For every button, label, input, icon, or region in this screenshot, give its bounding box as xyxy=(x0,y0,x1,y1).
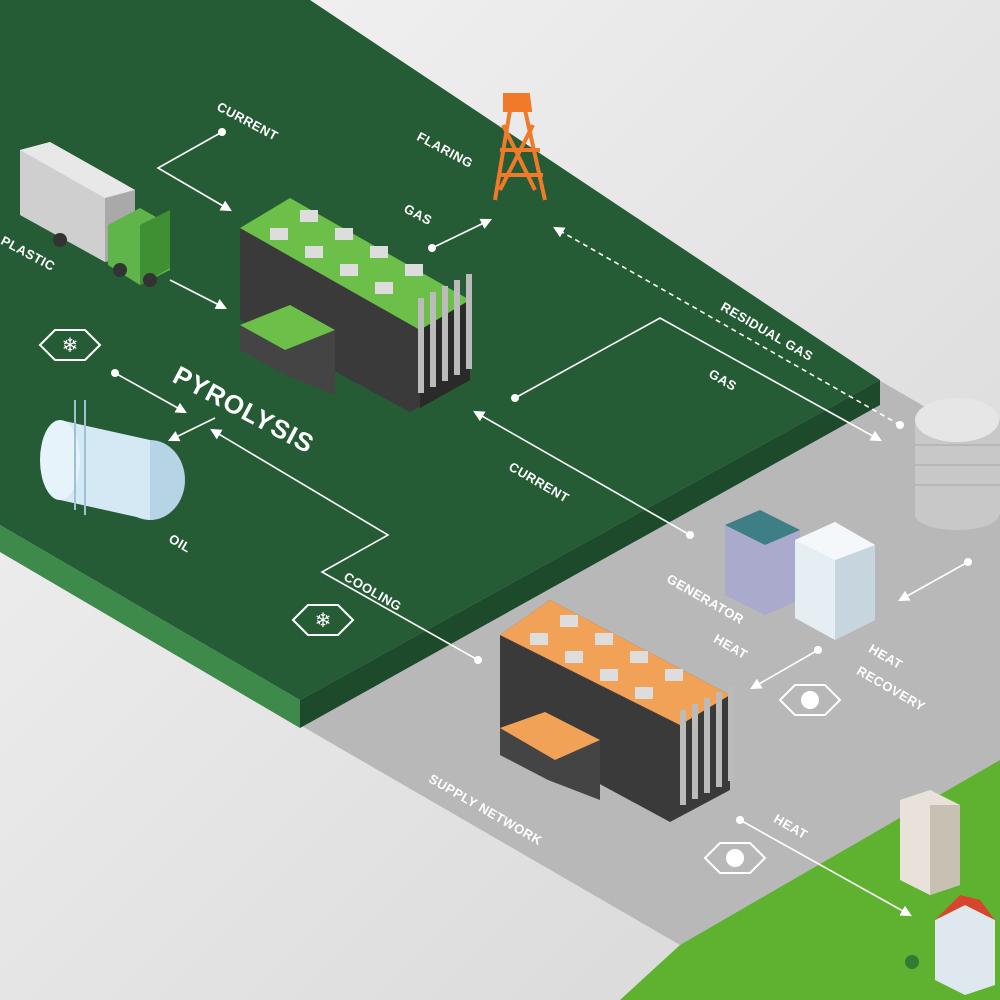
flare-tower xyxy=(493,93,547,201)
snowflake-icon: ❄ xyxy=(291,604,355,636)
snowflake-icon: ❄ xyxy=(38,329,102,361)
svg-text:❄: ❄ xyxy=(315,610,332,632)
generator-building xyxy=(725,510,875,640)
residential-buildings xyxy=(900,790,995,995)
arrow-dots xyxy=(111,128,972,824)
power-plant xyxy=(500,600,734,822)
truck xyxy=(20,142,170,287)
oil-tank xyxy=(40,400,185,520)
flame-icon xyxy=(703,842,767,874)
flame-icon xyxy=(778,684,842,716)
storage-tank xyxy=(915,398,1000,530)
pyrolysis-plant xyxy=(240,198,472,412)
flow-arrows xyxy=(114,131,969,917)
svg-text:❄: ❄ xyxy=(62,335,79,357)
